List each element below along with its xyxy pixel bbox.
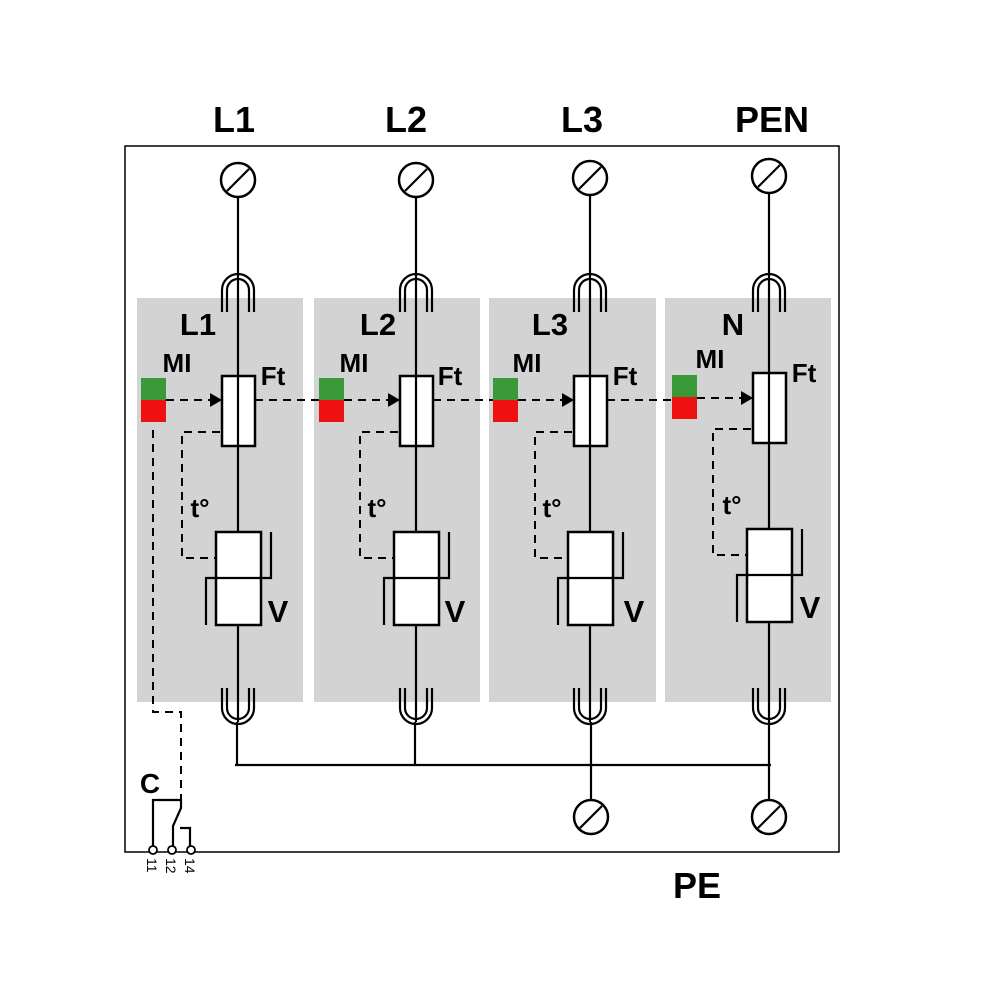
module-circuit-3 <box>493 196 672 726</box>
module-backgrounds <box>137 298 831 702</box>
pe-label: PE <box>673 865 721 906</box>
contact-pin-14: 14 <box>182 858 198 874</box>
screw-terminal-icon <box>219 161 257 199</box>
plug-socket-icon <box>403 688 429 721</box>
thermal-label-3: t° <box>542 493 561 523</box>
indicator-green <box>672 375 697 397</box>
indicator-green <box>319 378 344 400</box>
plug-socket-icon <box>756 277 782 312</box>
screw-terminal-icon <box>397 161 435 199</box>
remote-contact: C 11 12 14 <box>140 430 198 874</box>
module-label-l1: L1 <box>180 307 216 342</box>
screw-terminal-icon <box>571 159 609 197</box>
thermal-label-1: t° <box>190 493 209 523</box>
arrow-icon <box>562 393 574 407</box>
module-circuits <box>141 194 804 726</box>
module-background-1 <box>137 298 303 702</box>
mi-label-2: MI <box>340 348 369 378</box>
plug-socket-icon <box>225 277 251 312</box>
pe-bus <box>235 722 771 800</box>
terminal-label-l1: L1 <box>213 99 255 140</box>
module-circuit-4 <box>672 194 804 726</box>
varistor-label-4: V <box>800 590 821 625</box>
mi-label-3: MI <box>513 348 542 378</box>
thermal-label-4: t° <box>722 490 741 520</box>
plug-socket-icon <box>403 277 429 312</box>
terminal-label-l3: L3 <box>561 99 603 140</box>
plug-socket-icon <box>225 688 251 721</box>
module-label-l3: L3 <box>532 307 568 342</box>
fuse-label-3: Ft <box>613 361 638 391</box>
screw-terminal-icon <box>572 798 610 836</box>
bottom-screw-terminals <box>572 798 788 836</box>
enclosure-outline <box>124 145 840 853</box>
contact-label: C <box>140 768 160 799</box>
plug-socket-icon <box>577 688 603 721</box>
mi-label-1: MI <box>163 348 192 378</box>
module-background-3 <box>489 298 656 702</box>
terminal-label-pen: PEN <box>735 99 809 140</box>
arrow-icon <box>388 393 400 407</box>
module-circuit-1 <box>141 198 319 726</box>
screw-terminal-icon <box>750 798 788 836</box>
contact-pin-12: 12 <box>163 858 179 874</box>
arrow-icon <box>210 393 222 407</box>
indicator-red <box>319 400 344 422</box>
indicator-green <box>141 378 166 400</box>
module-background-2 <box>314 298 480 702</box>
module-label-n: N <box>722 307 744 342</box>
fuse-label-2: Ft <box>438 361 463 391</box>
varistor-curve <box>382 576 396 625</box>
indicator-red <box>672 397 697 419</box>
module-label-l2: L2 <box>360 307 396 342</box>
varistor-curve <box>556 576 570 625</box>
fuse-label-4: Ft <box>792 358 817 388</box>
varistor-label-1: V <box>268 594 289 629</box>
arrow-icon <box>741 391 753 405</box>
plug-socket-icon <box>756 688 782 721</box>
fuse-label-1: Ft <box>261 361 286 391</box>
module-circuit-2 <box>319 198 493 726</box>
indicator-red <box>493 400 518 422</box>
indicator-green <box>493 378 518 400</box>
contact-pin-11: 11 <box>144 858 160 873</box>
indicator-red <box>141 400 166 422</box>
plug-socket-icon <box>577 277 603 312</box>
top-screw-terminals <box>219 157 788 199</box>
varistor-curve <box>735 573 749 622</box>
varistor-curve <box>204 576 218 625</box>
screw-terminal-icon <box>750 157 788 195</box>
mi-label-4: MI <box>696 344 725 374</box>
varistor-label-3: V <box>624 594 645 629</box>
module-background-4 <box>665 298 831 702</box>
terminal-label-l2: L2 <box>385 99 427 140</box>
varistor-label-2: V <box>445 594 466 629</box>
thermal-label-2: t° <box>367 493 386 523</box>
